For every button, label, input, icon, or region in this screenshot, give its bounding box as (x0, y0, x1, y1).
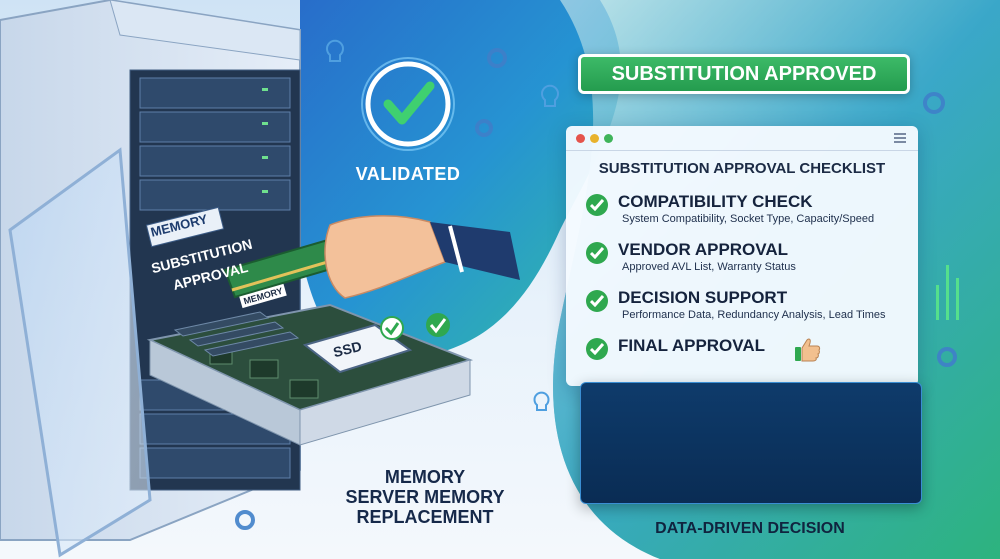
checklist-item-detail: System Compatibility, Socket Type, Capac… (622, 213, 875, 225)
checklist-item-heading: COMPATIBILITY CHECK (618, 192, 813, 211)
check-icon (586, 242, 608, 264)
checklist-item: FINAL APPROVAL (566, 336, 918, 376)
checklist-item: VENDOR APPROVAL Approved AVL List, Warra… (566, 240, 918, 280)
checklist-item-heading: VENDOR APPROVAL (618, 240, 789, 259)
check-icon (586, 290, 608, 312)
check-badge-left (380, 316, 404, 340)
checklist-item-detail: Approved AVL List, Warranty Status (622, 261, 796, 273)
check-icon (586, 338, 608, 360)
checklist-item-heading: FINAL APPROVAL (618, 336, 766, 355)
window-titlebar (566, 126, 918, 151)
close-dot-icon (576, 134, 585, 143)
approval-checklist-window: SUBSTITUTION APPROVAL CHECKLIST COMPATIB… (566, 126, 918, 386)
checklist-item: DECISION SUPPORT Performance Data, Redun… (566, 288, 918, 328)
maximize-dot-icon (604, 134, 613, 143)
scene-caption: MEMORY SERVER MEMORY REPLACEMENT (330, 467, 520, 527)
thumbs-up-icon (795, 338, 821, 362)
check-badge-right (426, 313, 450, 337)
substitution-approved-banner: SUBSTITUTION APPROVED (578, 54, 910, 94)
checklist-title: SUBSTITUTION APPROVAL CHECKLIST (598, 160, 886, 177)
checklist-item-detail: Performance Data, Redundancy Analysis, L… (622, 309, 886, 321)
caption-line-3: REPLACEMENT (356, 507, 494, 527)
rack-units (139, 77, 291, 479)
caption-line-2: SERVER MEMORY (345, 487, 505, 507)
checklist-item-heading: DECISION SUPPORT (618, 288, 788, 307)
caption-line-1: MEMORY (384, 467, 466, 487)
analytics-dashboard (580, 382, 922, 504)
dashboard-caption: DATA-DRIVEN DECISION (655, 520, 845, 537)
checklist-item: COMPATIBILITY CHECK System Compatibility… (566, 192, 918, 232)
validated-label: VALIDATED (355, 164, 461, 184)
minimize-dot-icon (590, 134, 599, 143)
menu-icon (894, 133, 906, 143)
check-icon (586, 194, 608, 216)
